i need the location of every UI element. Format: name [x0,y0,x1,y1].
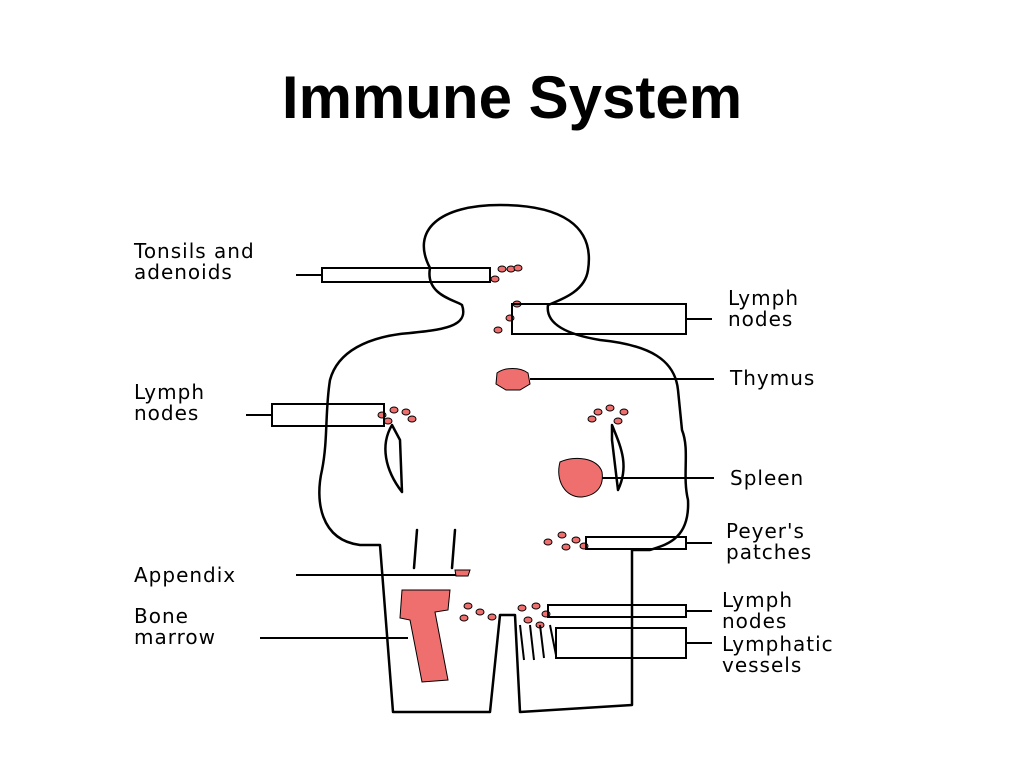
label-tonsils-1: Tonsils and [133,239,255,263]
label-lymph-nodes-groin-2: nodes [722,609,787,633]
label-bone-marrow-1: Bone [134,604,189,628]
label-appendix: Appendix [134,563,236,587]
right-hip-line [450,528,457,570]
peyers-patch-nodes [543,531,589,551]
label-lymph-nodes-neck-1: Lymph [728,286,799,310]
label-lymph-nodes-armpit-2: nodes [134,401,199,425]
label-peyers-patches-2: patches [726,540,812,564]
page-title: Immune System [281,64,743,131]
peyers-patches-leader [585,536,712,550]
lymph-nodes-armpit-leader [246,403,385,427]
label-lymph-nodes-groin-1: Lymph [722,588,793,612]
neck-nodes [493,300,522,334]
label-spleen: Spleen [730,466,804,490]
body-outline [318,203,690,714]
label-thymus: Thymus [729,366,815,390]
lymph-nodes-groin-leader [547,604,712,618]
left-inner-arm [384,423,404,494]
left-hip-line [412,528,419,570]
label-lymphatic-vessels-1: Lymphatic [722,632,834,656]
label-peyers-patches-1: Peyer's [726,519,805,543]
label-lymphatic-vessels-2: vessels [722,653,802,677]
spleen-organ [558,457,603,498]
label-lymph-nodes-neck-2: nodes [728,307,793,331]
lymph-nodes-neck-leader [511,303,712,335]
right-inner-arm [610,423,625,492]
label-bone-marrow-2: marrow [134,625,216,649]
right-armpit-nodes [587,404,629,425]
label-tonsils-2: adenoids [134,260,233,284]
lymphatic-vessel-lines [519,624,557,661]
label-lymph-nodes-armpit-1: Lymph [134,380,205,404]
tonsil-nodes [490,264,523,283]
bone-marrow-organ [399,589,451,683]
lymphatic-vessels-leader [555,627,712,659]
thymus-organ [495,368,531,391]
appendix-organ [454,569,471,577]
tonsils-leader [296,267,491,283]
